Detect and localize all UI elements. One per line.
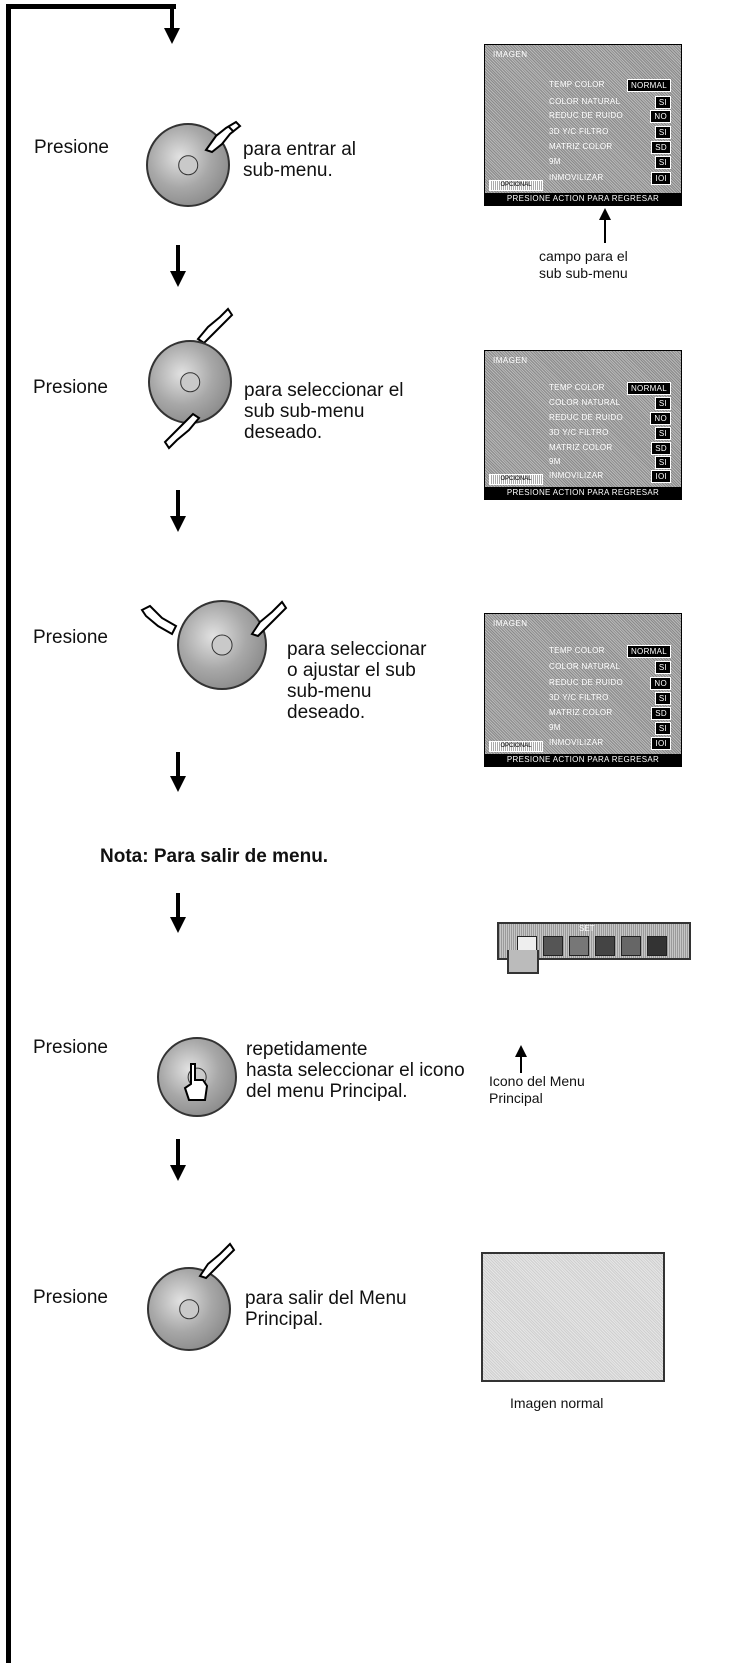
step-5-action-text: para salir del Menu Principal. [245,1288,407,1330]
main-menu-icon-3 [569,936,589,956]
caption-field: campo para el sub sub-menu [539,248,628,281]
flow-arrow-3-head [170,776,186,792]
osd-title: IMAGEN [493,50,528,59]
flow-arrow-2-shaft [176,490,180,518]
flow-arrow-3-shaft [176,752,180,778]
note-exit-menu: Nota: Para salir de menu. [100,846,329,867]
step-3-dial [177,600,267,690]
step-1-action-text: para entrar al sub-menu. [243,139,357,181]
flow-arrow-1-head [170,271,186,287]
main-menu-bar: SET [497,922,691,960]
osd-title: IMAGEN [493,356,528,365]
step-2-hand-up-icon [196,307,234,345]
flow-arrow-top-shaft [170,4,174,30]
step-2-press-label: Presione [33,377,108,398]
caption-icon-arrow-shaft [520,1053,522,1073]
caption-normal-image: Imagen normal [510,1395,604,1411]
osd-option-tag: OPCIONAL [489,474,543,485]
osd-option-tag: OPCIONAL [489,741,543,752]
step-3-action-text: para seleccionar o ajustar el sub sub-me… [287,639,427,723]
flow-arrow-1-shaft [176,245,180,273]
caption-icon: Icono del Menu Principal [489,1073,585,1106]
flow-line-top [6,4,176,9]
flow-arrow-5-shaft [176,1139,180,1167]
caption-field-arrow-head [599,208,611,220]
osd-footer-bar: PRESIONE ACTION PARA REGRESAR [485,754,681,766]
step-4-press-label: Presione [33,1037,108,1058]
caption-field-arrow-shaft [604,215,606,243]
normal-image-screen [481,1252,665,1382]
main-menu-selected-tab [507,950,539,974]
step-4-dial [157,1037,237,1117]
main-menu-icon-6 [647,936,667,956]
caption-icon-arrow-head [515,1045,527,1057]
step-4-action-text: repetidamente hasta seleccionar el icono… [246,1039,465,1102]
osd-footer-bar: PRESIONE ACTION PARA REGRESAR [485,193,681,205]
step-2-hand-down-icon [163,412,201,450]
step-3-hand-right-icon [250,600,288,638]
flow-arrow-4-head [170,917,186,933]
flow-arrow-5-head [170,1165,186,1181]
main-menu-icon-2 [543,936,563,956]
flow-arrow-2-head [170,516,186,532]
step-5-press-label: Presione [33,1287,108,1308]
main-menu-icon-4 [595,936,615,956]
step-3-press-label: Presione [33,627,108,648]
main-menu-label: SET [579,924,595,933]
step-5-hand-icon [198,1242,236,1280]
step-1-press-label: Presione [34,137,109,158]
flow-arrow-top-head [164,28,180,44]
osd-title: IMAGEN [493,619,528,628]
step-2-action-text: para seleccionar el sub sub-menu deseado… [244,380,404,443]
main-menu-icon-5 [621,936,641,956]
flow-line-left [6,4,11,1663]
step-1-hand-icon [204,120,242,154]
flow-arrow-4-shaft [176,893,180,919]
osd-option-tag: OPCIONAL [489,180,543,191]
step-5-dial [147,1267,231,1351]
osd-footer-bar: PRESIONE ACTION PARA REGRESAR [485,487,681,499]
step-4-finger-press-icon [183,1063,209,1101]
step-3-hand-left-icon [140,604,178,636]
